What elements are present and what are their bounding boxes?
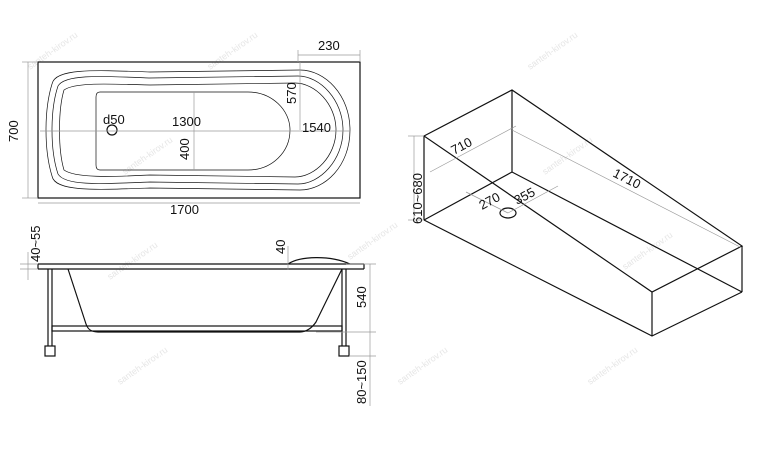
top-view-outline <box>37 61 361 199</box>
dim-line-drain-x <box>465 191 509 214</box>
iso-width-label: 710 <box>448 134 474 157</box>
iso-view: 610~680 710 1710 270 355 <box>408 89 744 337</box>
watermark: santeh-kirov.ru <box>25 30 79 72</box>
iso-drain-y-label: 355 <box>511 184 537 207</box>
dim-line-iso-length <box>511 129 743 249</box>
rim-label: 40~55 <box>28 225 43 262</box>
top-view-basin-rim <box>51 75 344 185</box>
watermarks: santeh-kirov.ru santeh-kirov.ru santeh-k… <box>25 30 674 387</box>
dim-line-iso-width <box>429 125 517 173</box>
dim-line-drain-y <box>507 185 559 214</box>
length-label: 1700 <box>170 202 199 217</box>
corner-label: 230 <box>318 38 340 53</box>
iso-drain <box>499 207 517 219</box>
iso-top-face <box>422 89 744 293</box>
headrest-bump <box>287 257 351 265</box>
watermark: santeh-kirov.ru <box>525 30 579 72</box>
watermark: santeh-kirov.ru <box>345 220 399 262</box>
width-label: 700 <box>6 120 21 142</box>
watermark: santeh-kirov.ru <box>620 230 674 272</box>
top-view-basin-outer <box>45 69 351 191</box>
watermark: santeh-kirov.ru <box>115 345 169 387</box>
top-view-basin-inner <box>59 82 337 178</box>
top-view: d50 1300 400 570 1540 230 700 1700 <box>6 38 361 217</box>
iso-drain-x-label: 270 <box>476 189 502 212</box>
watermark: santeh-kirov.ru <box>585 345 639 387</box>
side-view: 40~55 40 540 80~150 <box>20 225 376 406</box>
frame-crossbar <box>51 325 343 332</box>
foot-left <box>44 345 56 357</box>
inner-width-label: 400 <box>177 138 192 160</box>
overall-label: 1540 <box>302 120 331 135</box>
iso-bottom-edge <box>423 219 743 337</box>
headrest-label: 570 <box>284 82 299 104</box>
iso-length-label: 1710 <box>611 165 644 191</box>
inner-length-label: 1300 <box>172 114 201 129</box>
watermark: santeh-kirov.ru <box>205 30 259 72</box>
drain-circle <box>106 124 118 136</box>
edge-label: 40 <box>273 240 288 254</box>
drain-label: d50 <box>103 112 125 127</box>
legs-label: 80~150 <box>354 360 369 404</box>
top-view-bottom <box>95 91 291 171</box>
watermark: santeh-kirov.ru <box>105 240 159 282</box>
watermark: santeh-kirov.ru <box>395 345 449 387</box>
depth-label: 540 <box>354 286 369 308</box>
iso-height-label: 610~680 <box>410 173 425 224</box>
foot-right <box>338 345 350 357</box>
iso-inner-floor <box>423 171 743 293</box>
